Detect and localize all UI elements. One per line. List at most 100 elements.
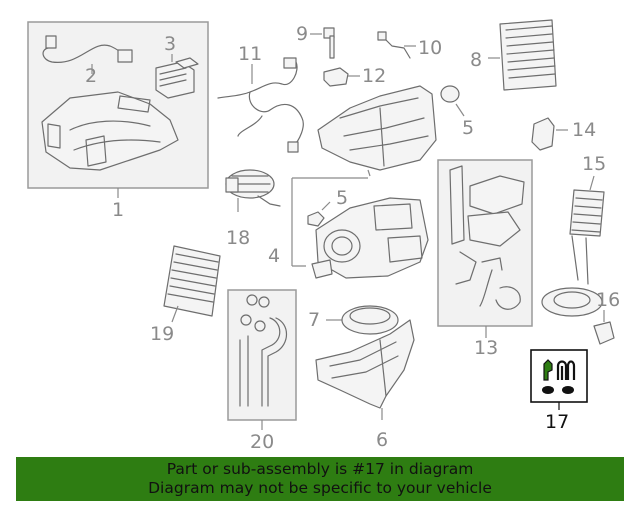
part-15-group: 15 — [541, 153, 606, 317]
part-6-ribs — [329, 339, 399, 397]
leader-15 — [589, 175, 595, 191]
footer-line-1: Part or sub-assembly is #17 in diagram — [166, 460, 474, 478]
part-2-connector — [117, 49, 133, 63]
part-13-link — [467, 211, 521, 247]
part-4-ducts — [373, 203, 423, 263]
footer-banner: Part or sub-assembly is #17 in diagram D… — [16, 457, 624, 501]
part-19-fins — [167, 253, 219, 303]
part-13-door — [469, 175, 525, 215]
callout-5b: 5 — [336, 187, 348, 209]
callout-17: 17 — [545, 411, 569, 433]
part-3-top — [175, 57, 199, 69]
part-15-pipes — [571, 235, 589, 285]
part-17-seal-a-icon — [542, 386, 554, 394]
part-9-head — [323, 27, 335, 39]
part-5a-group: 5 — [440, 85, 474, 139]
part-13-flap — [449, 165, 465, 245]
callout-12: 12 — [362, 65, 386, 87]
part-1-ribs — [69, 120, 161, 151]
part-10-sensor — [381, 35, 411, 59]
callout-7: 7 — [308, 309, 320, 331]
part-20-group: 20 — [227, 289, 297, 453]
callout-11: 11 — [238, 43, 262, 65]
part-1-group: 2 3 1 — [27, 21, 209, 221]
part-3-fins — [159, 67, 187, 87]
leader-5a — [455, 103, 465, 117]
part-12-group: 12 — [323, 65, 386, 87]
part-14-group: 14 — [531, 117, 596, 151]
part-12-actuator — [323, 67, 349, 87]
part-13-levers — [455, 251, 503, 307]
part-14-bracket — [531, 117, 555, 151]
leader-upper-housing — [367, 169, 371, 177]
callout-16: 16 — [596, 289, 620, 311]
callout-13: 13 — [474, 337, 498, 359]
callout-5a: 5 — [462, 117, 474, 139]
part-20-oring-a — [246, 294, 258, 306]
part-11-connector-a — [283, 57, 297, 69]
part-5b-seal — [307, 211, 325, 227]
upper-housing-detail — [339, 97, 429, 167]
part-17-clip-c-icon — [566, 360, 576, 380]
leader-5b — [321, 201, 331, 211]
part-7-gasket-inner — [349, 307, 391, 325]
part-18-wire — [257, 195, 281, 207]
callout-20: 20 — [250, 431, 274, 453]
callout-15: 15 — [582, 153, 606, 175]
part-1-ducts — [47, 95, 151, 167]
callout-18: 18 — [226, 227, 250, 249]
part-13-group: 13 — [437, 159, 533, 359]
part-5a-seal — [440, 85, 460, 103]
part-8-pleats — [505, 25, 556, 79]
part-4-blower-port — [323, 229, 361, 263]
part-17-clip-a-icon — [543, 359, 553, 381]
part-10-plug — [377, 31, 387, 41]
part-15-seal-inner — [553, 291, 591, 309]
callout-10: 10 — [418, 37, 442, 59]
part-8-group: 8 — [470, 19, 557, 91]
footer-line-2: Diagram may not be specific to your vehi… — [148, 479, 492, 497]
parts-diagram: 2 3 1 11 9 10 12 — [27, 19, 620, 453]
upper-housing-group — [317, 85, 437, 177]
callout-1: 1 — [112, 199, 124, 221]
part-11-connector-b — [287, 141, 299, 153]
callout-3: 3 — [164, 33, 176, 55]
callout-4: 4 — [268, 245, 280, 267]
callout-6: 6 — [376, 429, 388, 451]
callout-8: 8 — [470, 49, 482, 71]
part-4-blower-inner — [331, 236, 353, 256]
part-8-filter — [499, 19, 557, 91]
part-9-group: 9 — [296, 23, 335, 59]
part-20-oring-b — [258, 296, 270, 308]
part-2-plug — [45, 35, 57, 49]
part-10-group: 10 — [377, 31, 442, 59]
part-20-oring-d — [254, 320, 266, 332]
callout-19: 19 — [150, 323, 174, 345]
part-15-fins — [571, 197, 603, 233]
part-11-harness — [217, 61, 304, 149]
leader-19 — [171, 305, 179, 323]
part-6-cover — [315, 319, 415, 409]
part-16-group: 16 — [593, 289, 620, 345]
part-7-group: 7 — [308, 305, 399, 335]
part-17-seal-b-icon — [562, 386, 574, 394]
leader-4-bracket — [291, 177, 368, 267]
part-11-group: 11 — [217, 43, 304, 153]
part-9-probe — [329, 35, 335, 59]
callout-14: 14 — [572, 119, 596, 141]
part-20-tubes — [239, 317, 288, 407]
part-6-group: 6 — [315, 319, 415, 451]
part-17-clip-b-icon — [556, 360, 568, 380]
callout-2: 2 — [85, 65, 97, 87]
part-19-group: 19 — [150, 245, 221, 345]
upper-housing — [317, 85, 437, 171]
part-13-gear — [495, 286, 521, 310]
part-4-drain — [311, 259, 333, 279]
part-17-group: 17 — [530, 349, 588, 433]
part-20-oring-c — [240, 314, 252, 326]
part-16-valve — [593, 321, 615, 345]
part-18-group: 18 — [225, 169, 281, 249]
part-4-housing — [315, 197, 429, 279]
part-19-core — [163, 245, 221, 317]
part-7-gasket — [341, 305, 399, 335]
